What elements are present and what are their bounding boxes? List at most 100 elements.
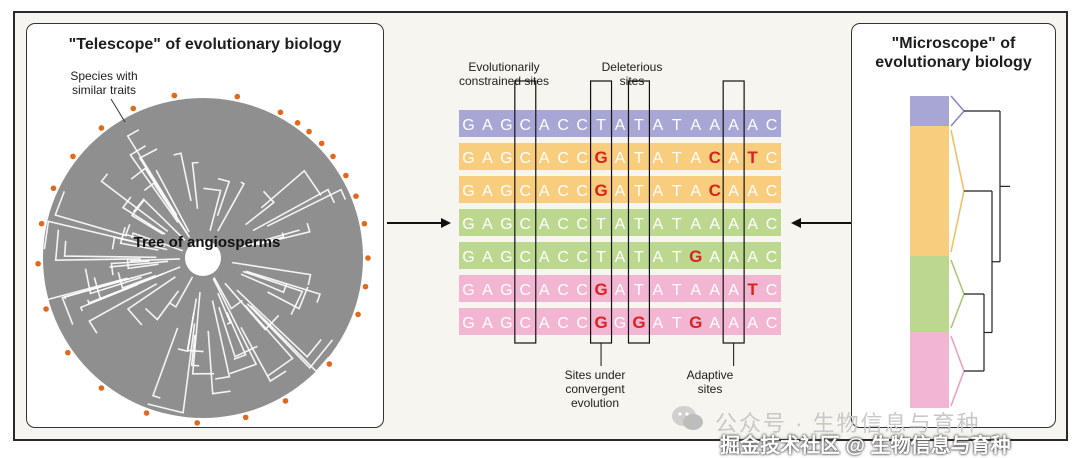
tree-branch (121, 196, 166, 235)
tree-branch (244, 304, 294, 378)
telescope-panel: "Telescope" of evolutionary biology Spec… (26, 23, 384, 428)
tree-branch (126, 258, 159, 270)
mutated-base: G (594, 280, 607, 299)
base: A (653, 249, 664, 266)
base: A (615, 216, 626, 233)
base: T (634, 282, 644, 299)
base: T (672, 249, 682, 266)
watermark-line-1: 公众号 · 生物信息与育种 (715, 411, 981, 436)
base: A (615, 249, 626, 266)
population-band (910, 96, 949, 126)
species-tip (294, 120, 301, 126)
species-leader-line (110, 98, 126, 123)
base: G (462, 183, 474, 200)
base: A (653, 216, 664, 233)
mutated-base: G (689, 313, 702, 332)
base: A (482, 315, 493, 332)
species-tip (306, 128, 312, 135)
species-tip (282, 398, 289, 404)
base: C (766, 249, 778, 266)
figure: "Telescope" of evolutionary biology Spec… (13, 11, 1068, 457)
tree-branch (119, 226, 159, 251)
mutated-base: G (594, 181, 607, 200)
convergent-label-line-1: Sites under (564, 368, 626, 382)
species-tip (355, 311, 361, 318)
population-band (910, 126, 949, 256)
base: A (539, 117, 550, 134)
tree-branch (109, 260, 169, 268)
base: C (520, 150, 532, 167)
tree-branch (224, 282, 280, 331)
tree-branch (245, 190, 276, 226)
base: C (557, 117, 569, 134)
base: A (709, 117, 720, 134)
microscope-panel: "Microscope" of evolutionary biology (851, 23, 1056, 428)
base: A (482, 150, 493, 167)
tree-branch (177, 312, 195, 353)
species-label-line-1: Species with (70, 69, 138, 83)
tree-branch (240, 327, 287, 383)
base: C (576, 150, 588, 167)
tree-branch (191, 292, 215, 375)
tree-branch (86, 266, 181, 305)
base: C (557, 150, 569, 167)
tree-branch (250, 305, 330, 373)
tree-branch (226, 312, 247, 360)
base: A (653, 150, 664, 167)
base: A (615, 183, 626, 200)
base: A (728, 183, 739, 200)
tree-branch (251, 232, 285, 246)
base: A (728, 117, 739, 134)
base: C (520, 315, 532, 332)
base: A (539, 249, 550, 266)
convergent-sites-label: Sites under convergent evolution (545, 368, 645, 410)
base: C (557, 249, 569, 266)
sequence-bar (459, 209, 781, 236)
base: G (500, 183, 512, 200)
species-tip (365, 255, 371, 261)
tree-branch (260, 169, 322, 209)
base: A (653, 117, 664, 134)
tree-branch (207, 330, 231, 395)
tree-branch (252, 188, 336, 232)
base: C (766, 183, 778, 200)
tree-branch (151, 327, 179, 399)
base: T (672, 282, 682, 299)
species-tip (171, 92, 178, 99)
base: A (653, 315, 664, 332)
species-tip (70, 153, 76, 160)
tree-branch (231, 261, 312, 286)
tree-branch (130, 232, 184, 252)
tree-branch (126, 129, 178, 216)
base: A (482, 282, 493, 299)
tree-branch (117, 272, 157, 290)
base: C (766, 150, 778, 167)
base: C (766, 117, 778, 134)
base: A (482, 117, 493, 134)
base: T (672, 150, 682, 167)
tree-branch (129, 258, 180, 262)
population-tree (910, 95, 1010, 408)
tree-branch (212, 278, 258, 375)
tree-branch (267, 286, 309, 310)
tree-root (185, 240, 221, 276)
tree-branch (54, 229, 141, 262)
base: C (766, 315, 778, 332)
tree-branch (126, 276, 176, 326)
base: C (576, 249, 588, 266)
convergent-label-line-2: convergent (565, 382, 625, 396)
tree-branch (245, 270, 322, 303)
base: G (500, 282, 512, 299)
species-tip (65, 349, 71, 356)
species-tip (362, 283, 369, 290)
tree-branch (61, 271, 153, 325)
base: G (614, 315, 626, 332)
tree-branch (218, 306, 258, 358)
mutated-base: G (632, 313, 645, 332)
base: A (482, 216, 493, 233)
tree-branch (155, 169, 190, 233)
base: A (747, 183, 758, 200)
species-tip (50, 185, 57, 192)
